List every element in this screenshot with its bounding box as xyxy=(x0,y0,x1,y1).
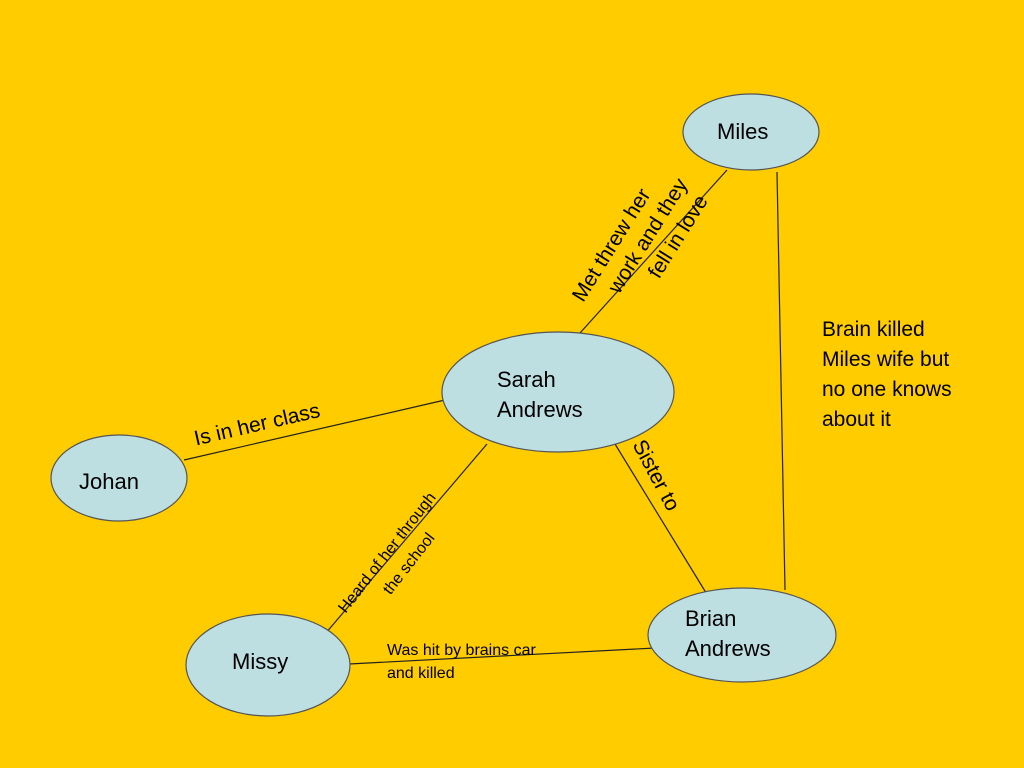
edge-sarah-miles xyxy=(579,169,728,334)
node-sarah-andrews xyxy=(441,331,675,453)
edge-miles-brian xyxy=(776,171,786,591)
node-label-sarah-andrews: Sarah Andrews xyxy=(497,365,583,425)
edge-sarah-missy xyxy=(324,443,488,635)
edge-label-line: Was hit by brains car xyxy=(387,642,536,659)
edge-sarah-brian xyxy=(614,443,709,597)
edge-label-line: no one knows xyxy=(822,378,952,401)
node-label-johan: Johan xyxy=(79,469,139,494)
edge-label-miles-brian: Brain killed Miles wife but no one knows… xyxy=(822,315,952,435)
node-brian-andrews xyxy=(647,587,837,683)
node-label-missy: Missy xyxy=(232,649,289,674)
node-label-line: Brian xyxy=(685,606,737,631)
node-label-line: Andrews xyxy=(685,636,771,661)
node-label-line: Andrews xyxy=(497,397,583,422)
node-miles xyxy=(682,93,820,171)
node-label-miles: Miles xyxy=(717,119,769,144)
node-label-line: Sarah xyxy=(497,367,556,392)
edge-sarah-johan xyxy=(183,399,446,461)
edge-label-line: Brain killed xyxy=(822,318,925,341)
node-johan xyxy=(50,434,188,522)
node-label-brian-andrews: Brian Andrews xyxy=(685,604,771,664)
edge-label-missy-brian: Was hit by brains car and killed xyxy=(387,639,536,685)
edge-label-line: and killed xyxy=(387,665,455,682)
edge-label-line: about it xyxy=(822,408,891,431)
edge-label-line: Miles wife but xyxy=(822,348,950,371)
node-missy xyxy=(185,613,351,717)
edge-missy-brian xyxy=(348,647,656,665)
